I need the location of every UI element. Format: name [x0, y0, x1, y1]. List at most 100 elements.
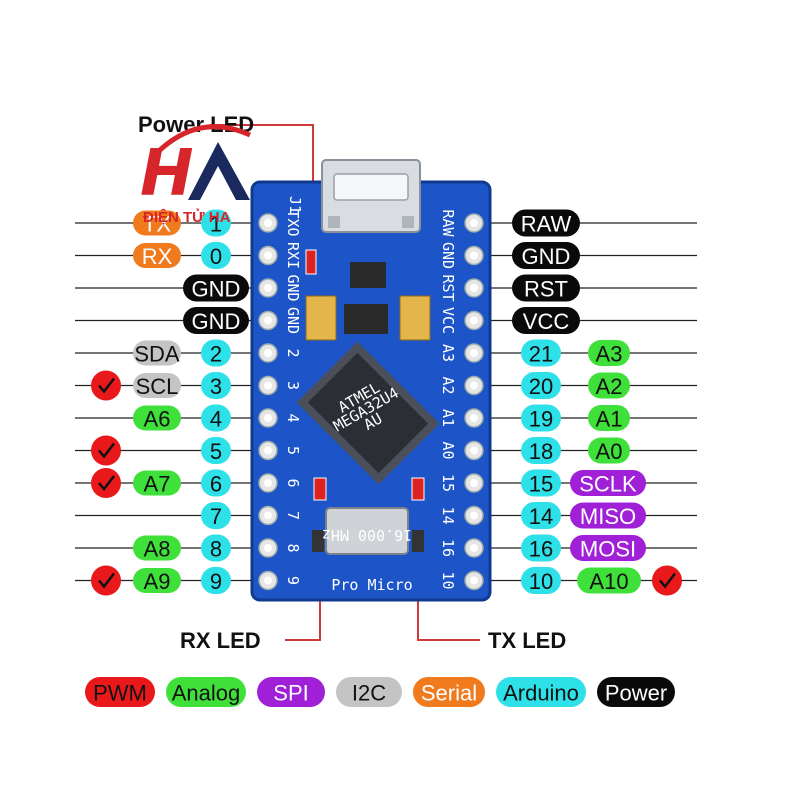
- resistor-1: [312, 530, 324, 552]
- legend-analog-text: Analog: [172, 681, 241, 706]
- right-silk-label: A0: [439, 441, 457, 459]
- capacitor-right: [399, 295, 431, 341]
- arduino-pin-number-text: 6: [210, 472, 222, 497]
- pin-pad: [258, 570, 278, 591]
- right-pin-row: GND: [512, 242, 580, 269]
- arduino-pin-number: 0: [201, 242, 231, 269]
- left-pin-row: GND: [183, 274, 249, 302]
- arduino-pin-number: 9: [201, 567, 231, 594]
- analog-label: A7: [133, 470, 181, 497]
- arduino-pin-number: 7: [201, 502, 231, 529]
- resistor-2: [412, 530, 424, 552]
- arduino-pin-number-text: 4: [210, 407, 222, 432]
- dien-tu-ha-logo: H ĐIỆN TỬ HA: [140, 124, 252, 226]
- right-pin-row: 14 MISO: [521, 502, 646, 529]
- pro-micro-board: ATMEL MEGA32U4 AU 16.000 MHz J1 Pro Micr…: [250, 159, 492, 602]
- left-pin-row: 6 A7: [91, 468, 231, 498]
- right-silk-label: 15: [439, 474, 457, 492]
- left-silk-label: 6: [284, 478, 302, 487]
- pwm-check-icon: [91, 370, 121, 401]
- usb-port-opening: [333, 173, 409, 201]
- spi-label-text: SCLK: [579, 472, 637, 497]
- pin-pad: [258, 245, 278, 266]
- arduino-pin-number: 16: [521, 534, 561, 562]
- right-silk-label: A2: [439, 376, 457, 394]
- power-label: GND: [183, 274, 249, 302]
- arduino-pin-number-text: 21: [529, 342, 553, 367]
- pwm-check-icon: [91, 435, 121, 466]
- legend-i2c: I2C: [336, 677, 402, 707]
- arduino-pin-number: 2: [201, 339, 231, 367]
- left-pin-row: 5: [91, 435, 231, 466]
- right-silk-label: RAW: [439, 209, 457, 237]
- led-tx: [411, 477, 425, 501]
- analog-label: A0: [588, 437, 630, 464]
- analog-label: A10: [577, 567, 641, 594]
- board-name: Pro Micro: [331, 576, 412, 594]
- arduino-pin-number: 8: [201, 534, 231, 562]
- arduino-pin-number: 18: [521, 437, 561, 464]
- pin-pad: [464, 473, 484, 493]
- right-silk-label: 16: [439, 539, 457, 557]
- arduino-pin-number: 1: [201, 209, 231, 237]
- serial-label-text: TX: [143, 212, 171, 237]
- pin-pad: [464, 505, 484, 526]
- right-silk-label: VCC: [439, 307, 457, 334]
- legend-i2c-text: I2C: [352, 681, 386, 706]
- arduino-pin-number: 20: [521, 372, 561, 399]
- right-pin-row: 10 A10: [521, 565, 682, 596]
- pin-pad: [464, 375, 484, 396]
- left-pin-row: 4A6: [133, 404, 231, 432]
- analog-label-text: A1: [596, 407, 623, 432]
- left-pin-row: 8A8: [133, 534, 231, 562]
- header-marking: J1: [286, 196, 304, 214]
- legend-pwm: PWM: [85, 677, 155, 707]
- arduino-pin-number-text: 16: [529, 537, 553, 562]
- logo-swoosh: [148, 124, 252, 162]
- power-label: RST: [512, 274, 580, 302]
- arduino-pin-number: 19: [521, 404, 561, 432]
- power-label-text: GND: [192, 309, 241, 334]
- arduino-pin-number: 6: [201, 469, 231, 497]
- right-pin-row: 18 A0: [521, 437, 630, 464]
- spi-label: MOSI: [570, 535, 646, 562]
- left-pin-row: 1 TX: [133, 209, 231, 237]
- arduino-pin-number-text: 5: [210, 439, 222, 464]
- regulator: [350, 262, 386, 288]
- pin-pad: [258, 375, 278, 396]
- arduino-pin-number-text: 2: [210, 342, 222, 367]
- legend-pwm-text: PWM: [93, 681, 147, 706]
- right-pin-row: 16 MOSI: [521, 534, 646, 562]
- arduino-pin-number-text: 20: [529, 374, 553, 399]
- pin-pad: [464, 408, 484, 428]
- arduino-pin-number-text: 10: [529, 569, 553, 594]
- arduino-pin-number-text: 14: [529, 504, 553, 529]
- left-pin-row: 7: [201, 502, 231, 529]
- right-pin-row: VCC: [512, 307, 580, 334]
- arduino-pin-number: 15: [521, 469, 561, 497]
- logo-a: [188, 142, 250, 200]
- left-silk-label: 2: [284, 348, 302, 357]
- analog-label-text: A0: [596, 439, 623, 464]
- spi-label: MISO: [570, 502, 646, 529]
- power-label: GND: [183, 307, 249, 334]
- right-silk-label: RST: [439, 274, 457, 301]
- legend-power-text: Power: [605, 681, 667, 706]
- right-pin-row: 15 SCLK: [521, 469, 646, 497]
- pin-pad: [258, 278, 278, 298]
- legend-arduino-text: Arduino: [503, 681, 579, 706]
- left-silk-label: GND: [284, 307, 302, 334]
- serial-label: RX: [133, 243, 181, 269]
- right-pin-row: RST: [512, 274, 580, 302]
- pin-pad: [258, 538, 278, 558]
- i2c-label-text: SDA: [134, 342, 180, 367]
- legend-serial-text: Serial: [421, 681, 477, 706]
- power-label-text: VCC: [523, 309, 570, 334]
- legend-serial: Serial: [413, 677, 485, 707]
- right-silk-label: 10: [439, 571, 457, 589]
- arduino-pin-number: 10: [521, 567, 561, 594]
